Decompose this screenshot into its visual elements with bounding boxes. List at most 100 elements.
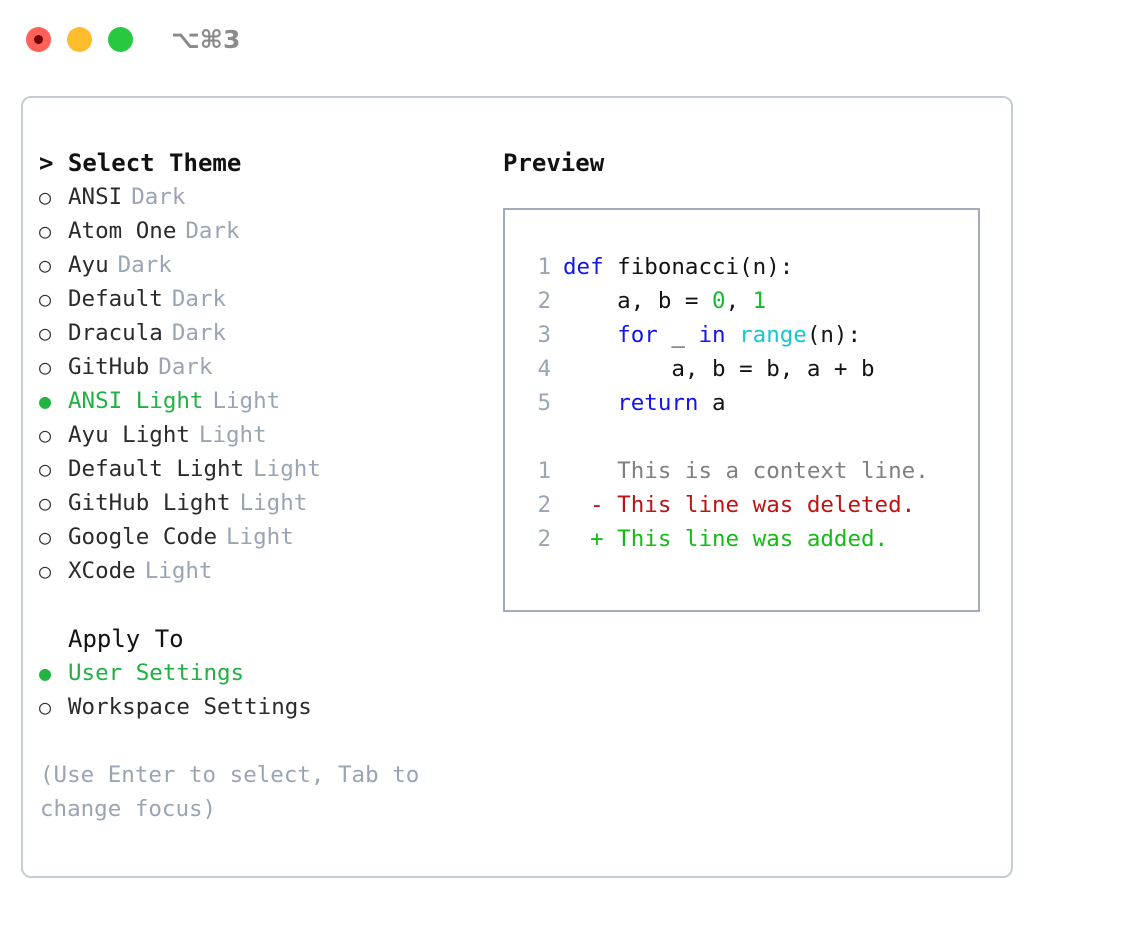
code-line: 3 for _ in range(n):: [521, 318, 978, 352]
close-indicator-icon: [34, 34, 43, 44]
radio-unselected-icon: ○: [39, 695, 52, 719]
diff-sample: 1 This is a context line.2 - This line w…: [521, 454, 978, 556]
theme-variant-tag: Light: [253, 456, 321, 482]
theme-variant-tag: Dark: [185, 218, 240, 244]
theme-variant-tag: Dark: [158, 354, 213, 380]
code-token: fibonacci(n):: [603, 254, 794, 280]
code-token: def: [563, 254, 604, 280]
theme-option-default[interactable]: ○ Default Dark: [39, 282, 493, 316]
radio-unselected-icon: ○: [39, 253, 52, 277]
diff-line: 2 - This line was deleted.: [521, 488, 978, 522]
code-line-number: 2: [537, 288, 551, 314]
diff-line-number: 2: [537, 492, 551, 518]
code-line-number: 3: [537, 322, 551, 348]
keyboard-shortcut-label: ⌥⌘3: [171, 24, 241, 54]
code-line-number: 1: [537, 254, 551, 280]
section-spacer: [39, 588, 493, 622]
diff-line-number: 2: [537, 526, 551, 552]
code-line: 2 a, b = 0, 1: [521, 284, 978, 318]
code-token: return: [617, 390, 699, 416]
theme-variant-tag: Dark: [131, 184, 186, 210]
theme-option-label: Ayu: [68, 252, 109, 278]
diff-line-number: 1: [537, 458, 551, 484]
code-token: in: [698, 322, 726, 348]
code-line-text: return a: [563, 386, 726, 420]
theme-option-ansi[interactable]: ○ ANSI Dark: [39, 180, 493, 214]
apply-option-label: User Settings: [68, 660, 245, 686]
theme-option-label: XCode: [68, 558, 136, 584]
radio-unselected-icon: ○: [39, 423, 52, 447]
radio-unselected-icon: ○: [39, 457, 52, 481]
theme-option-label: Default: [68, 286, 163, 312]
select-theme-header: > Select Theme: [39, 149, 242, 177]
theme-variant-tag: Light: [198, 422, 267, 448]
diff-line: 2 + This line was added.: [521, 522, 978, 556]
code-token: _: [657, 322, 699, 348]
preview-header: Preview: [503, 149, 605, 177]
code-token: 0: [712, 288, 726, 314]
minimize-button[interactable]: [67, 26, 92, 52]
theme-option-label: Dracula: [68, 320, 163, 346]
title-bar: ⌥⌘3: [0, 0, 1140, 78]
code-line-text: a, b = b, a + b: [563, 352, 874, 386]
code-line-text: def fibonacci(n):: [563, 250, 793, 284]
code-line-text: for _ in range(n):: [563, 318, 861, 352]
theme-variant-tag: Light: [239, 490, 308, 516]
diff-line-text: - This line was deleted.: [563, 492, 916, 518]
theme-option-label: Atom One: [68, 218, 177, 244]
diff-line-text: This is a context line.: [563, 458, 929, 484]
theme-option-ansi-light[interactable]: ● ANSI Light Light: [39, 384, 493, 418]
theme-variant-tag: Light: [144, 558, 213, 584]
theme-option-label: GitHub: [68, 354, 150, 380]
apply-option-user-settings[interactable]: ● User Settings: [39, 656, 493, 690]
code-token: a: [698, 390, 726, 416]
theme-variant-tag: Light: [212, 388, 281, 414]
maximize-button[interactable]: [108, 26, 133, 52]
theme-option-label: Google Code: [68, 524, 218, 550]
theme-option-github[interactable]: ○ GitHub Dark: [39, 350, 493, 384]
radio-unselected-icon: ○: [39, 491, 52, 515]
theme-variant-tag: Dark: [117, 252, 172, 278]
apply-option-workspace-settings[interactable]: ○ Workspace Settings: [39, 690, 493, 724]
theme-option-label: ANSI: [68, 184, 123, 210]
code-token: range: [739, 322, 807, 348]
code-line: 4 a, b = b, a + b: [521, 352, 978, 386]
theme-variant-tag: Light: [226, 524, 294, 550]
theme-variant-tag: Dark: [171, 286, 227, 312]
radio-unselected-icon: ○: [39, 525, 52, 549]
code-line: 5 return a: [521, 386, 978, 420]
radio-unselected-icon: ○: [39, 287, 52, 311]
diff-line: 1 This is a context line.: [521, 454, 978, 488]
close-button[interactable]: [26, 26, 51, 52]
code-token: [726, 322, 740, 348]
keyboard-hint-text: (Use Enter to select, Tab to change focu…: [40, 762, 420, 822]
radio-selected-icon: ●: [39, 661, 52, 685]
theme-option-ayu[interactable]: ○ Ayu Dark: [39, 248, 493, 282]
code-token: 1: [752, 288, 767, 314]
radio-unselected-icon: ○: [39, 355, 52, 379]
radio-unselected-icon: ○: [39, 185, 52, 209]
theme-option-label: ANSI Light: [68, 388, 204, 414]
theme-option-google-code[interactable]: ○ Google Code Light: [39, 520, 493, 554]
code-token: for: [617, 322, 658, 348]
theme-option-xcode[interactable]: ○ XCode Light: [39, 554, 493, 588]
radio-unselected-icon: ○: [39, 559, 52, 583]
code-token: ,: [725, 288, 753, 314]
code-line-number: 5: [537, 390, 551, 416]
radio-selected-icon: ●: [39, 389, 52, 413]
theme-variant-tag: Dark: [171, 320, 227, 346]
apply-option-label: Workspace Settings: [68, 694, 312, 720]
apply-to-option-list[interactable]: ● User Settings ○ Workspace Settings: [39, 656, 493, 724]
